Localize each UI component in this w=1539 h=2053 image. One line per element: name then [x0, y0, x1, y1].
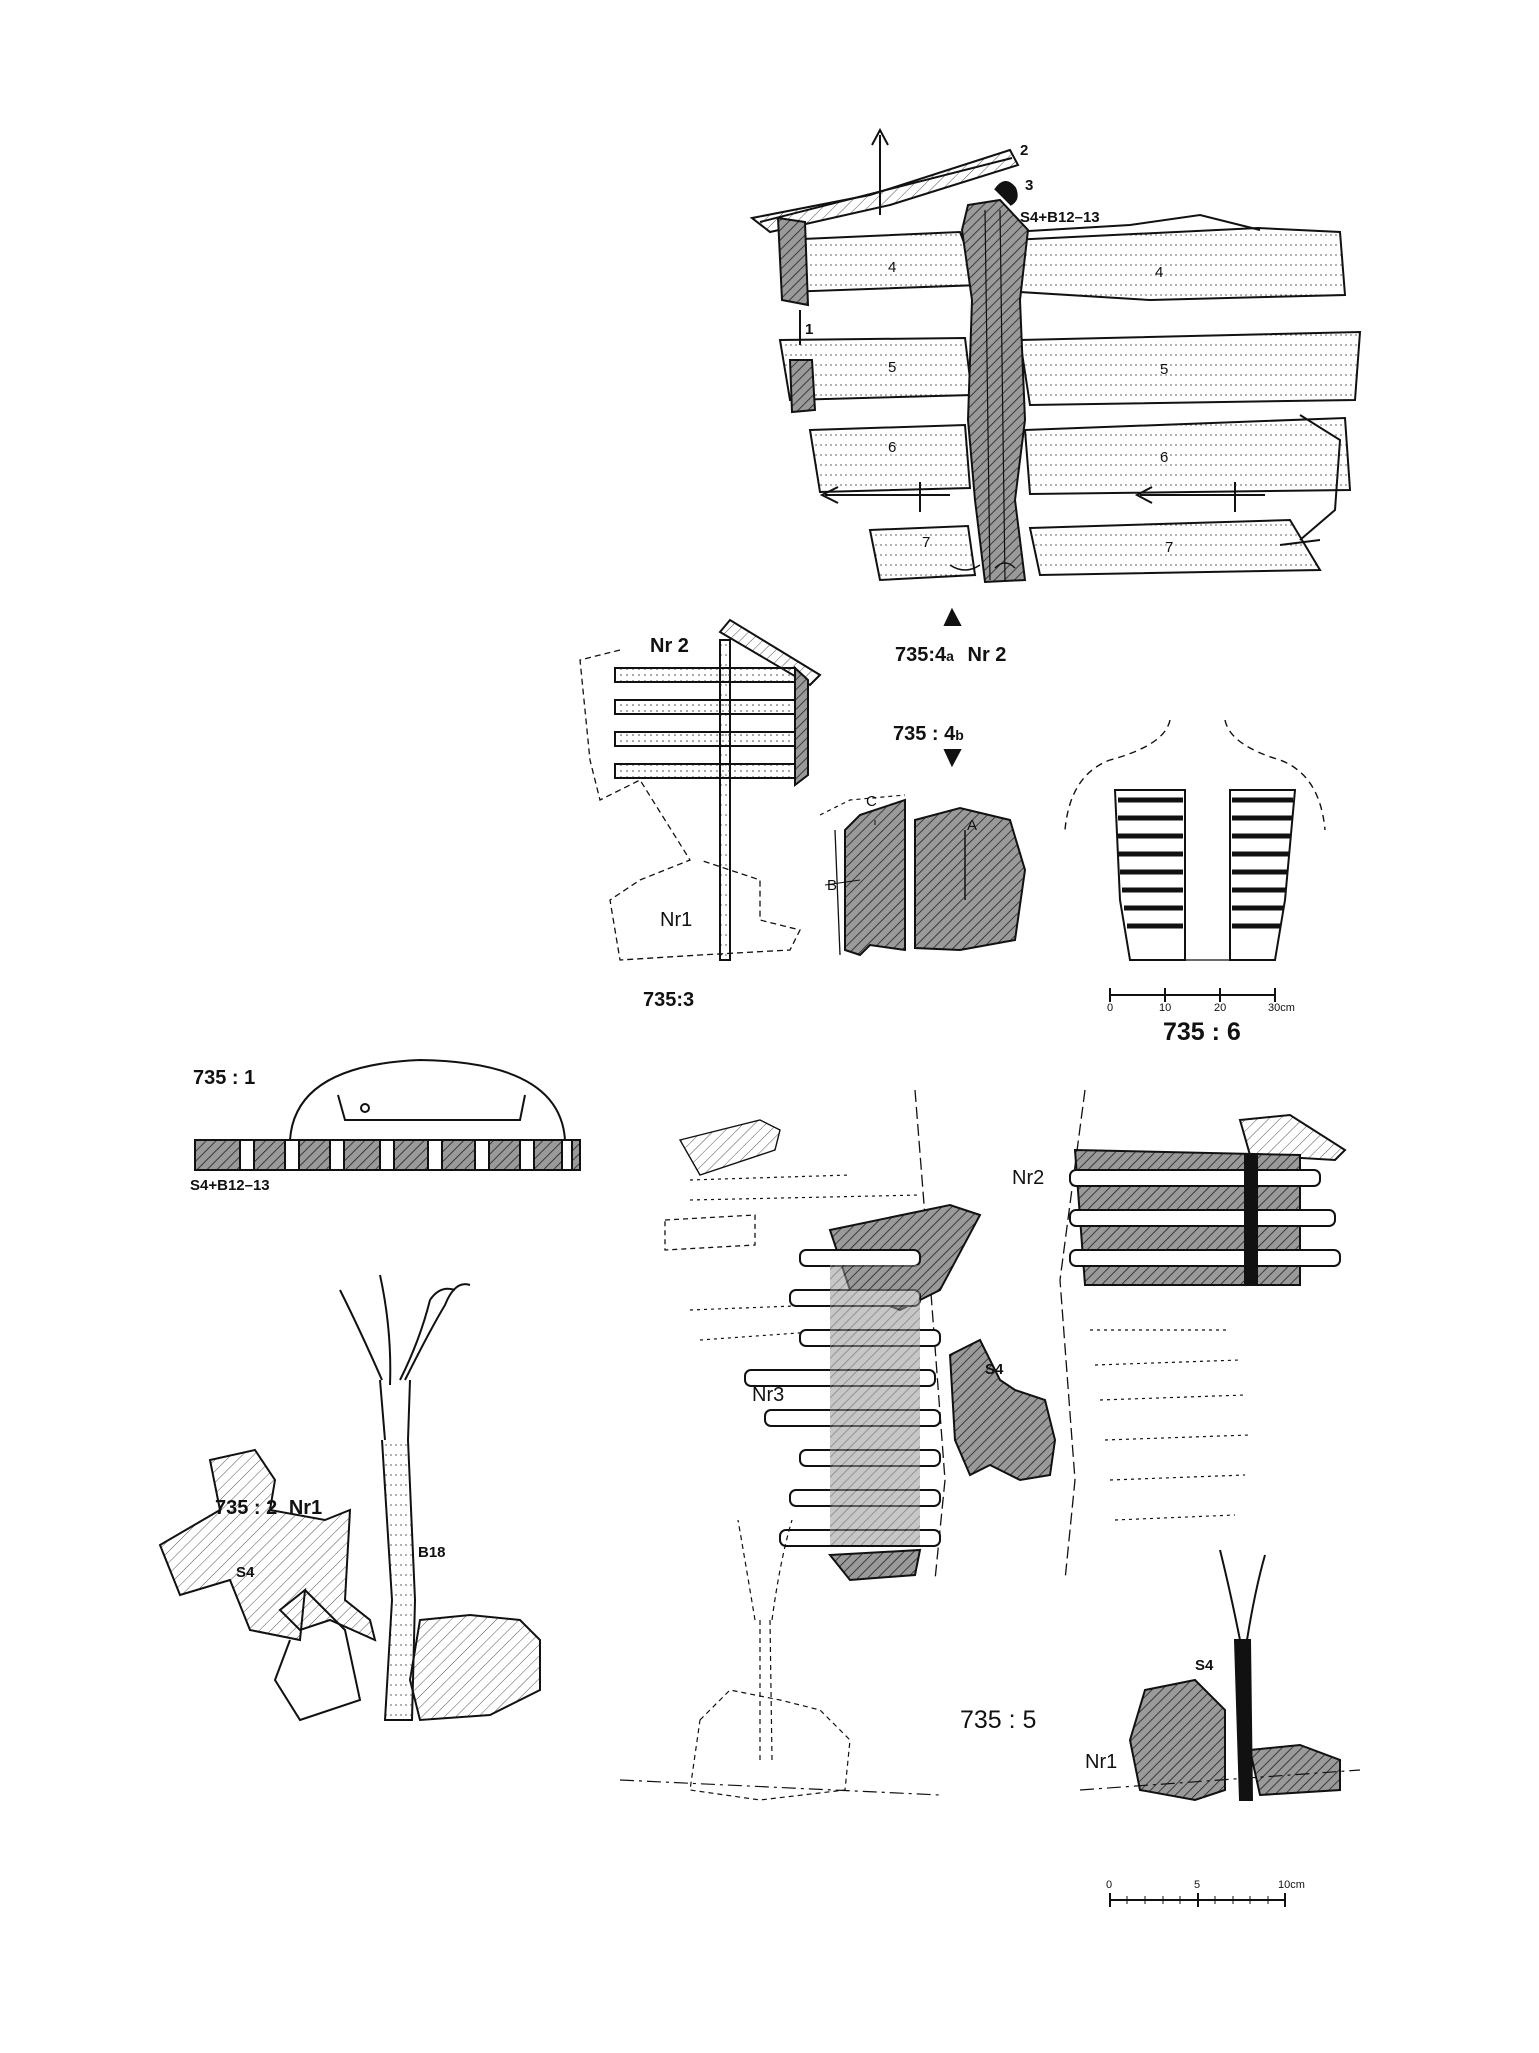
scale5-tick-5: 5: [1194, 1879, 1201, 1891]
scale6-tick-10: 10: [1159, 1002, 1172, 1014]
figure-735-4a: [749, 127, 1362, 584]
band-5-right: 5: [1160, 361, 1169, 378]
label-nr1-fig5: Nr1: [1085, 1751, 1118, 1773]
title-735-4b-main: 735 : 4: [893, 723, 956, 745]
label-nr1-fig3: Nr1: [660, 909, 693, 931]
letter-c: C: [866, 793, 877, 810]
title-735-2-nr1: Nr1: [288, 1497, 323, 1519]
figure-title-735-3: 735:3: [643, 989, 695, 1011]
title-735-4a-main: 735:4: [895, 644, 947, 666]
callout-2: 2: [1020, 142, 1029, 159]
band-6-right: 6: [1160, 449, 1169, 466]
figure-title-735-5: 735 : 5: [960, 1706, 1037, 1734]
band-4-left: 4: [888, 259, 897, 276]
label-s4-center: S4: [985, 1361, 1004, 1378]
label-b18: B18: [418, 1544, 446, 1561]
band-4-right: 4: [1155, 264, 1164, 281]
letter-a: A: [967, 817, 978, 834]
scale6-tick-30: 30cm: [1268, 1002, 1295, 1014]
band-7-left: 7: [922, 534, 931, 551]
label-nr2-fig5: Nr2: [1012, 1167, 1045, 1189]
title-735-4a-sub: a: [946, 648, 954, 664]
scale5-tick-0: 0: [1106, 1879, 1113, 1891]
sample-label-fig1: S4+B12–13: [190, 1177, 270, 1194]
figure-title-735-1: 735 : 1: [193, 1067, 256, 1089]
figure-title-735-4b: 735 : 4b: [893, 724, 964, 744]
label-s4-fig2: S4: [236, 1564, 255, 1581]
figure-title-735-4a: 735:4a Nr 2: [895, 645, 1006, 665]
scale6-tick-20: 20: [1214, 1002, 1227, 1014]
band-7-right: 7: [1165, 539, 1174, 556]
scale6-tick-0: 0: [1107, 1002, 1114, 1014]
figure-735-3: [579, 618, 822, 961]
sample-label-top: S4+B12–13: [1020, 209, 1100, 226]
label-s4-lower: S4: [1195, 1657, 1214, 1674]
callout-3: 3: [1025, 177, 1034, 194]
figure-735-5: [619, 1089, 1361, 1907]
title-735-2-main: 735 : 2: [215, 1497, 278, 1519]
figure-title-735-6: 735 : 6: [1163, 1018, 1241, 1046]
title-735-4a-nr2: Nr 2: [967, 644, 1007, 666]
band-6-left: 6: [888, 439, 897, 456]
figure-title-735-2: 735 : 2 Nr1: [215, 1498, 322, 1518]
label-nr3: Nr3: [752, 1384, 785, 1406]
letter-b: B: [827, 877, 838, 894]
label-nr2-fig3: Nr 2: [650, 635, 689, 657]
callout-1: 1: [805, 321, 814, 338]
figure-735-1: [194, 1058, 581, 1171]
band-5-left: 5: [888, 359, 897, 376]
figure-735-6: [1064, 719, 1326, 1002]
title-735-4b-sub: b: [955, 727, 964, 743]
figure-735-2: [158, 1274, 541, 1722]
scale5-tick-10: 10cm: [1278, 1879, 1305, 1891]
figure-735-4b: [819, 607, 1027, 957]
